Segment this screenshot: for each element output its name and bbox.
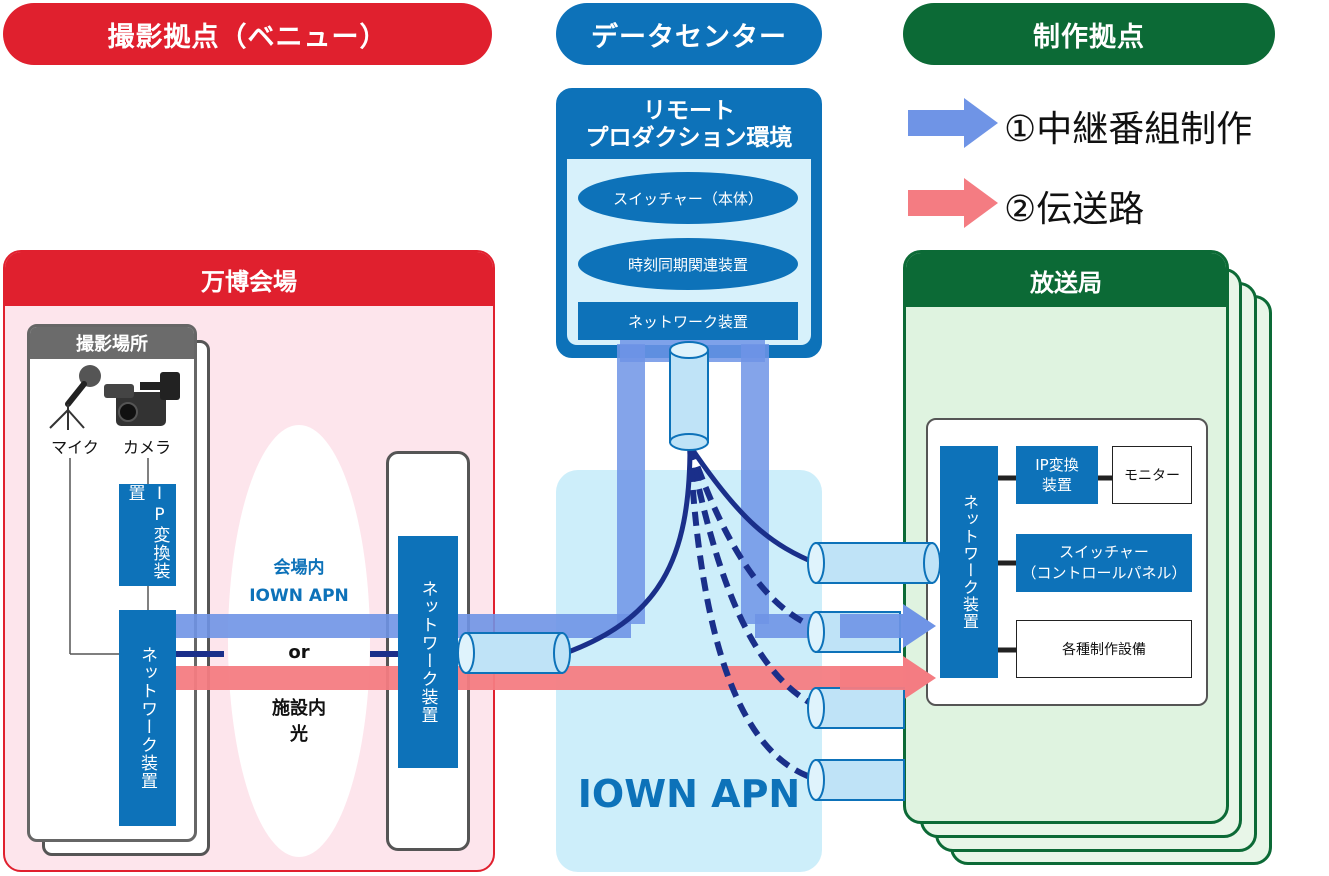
station-network-device: ネットワーク装置 [940, 446, 998, 678]
shooting-site-title: 撮影場所 [30, 327, 194, 359]
option-iown-label: 会場内 IOWN APN [228, 554, 370, 610]
timesync-device: 時刻同期関連装置 [578, 238, 798, 290]
option-fiber-line1: 施設内 [272, 698, 326, 719]
fiber-cylinder-station-4 [807, 759, 905, 801]
connection-option-ellipse [228, 425, 370, 857]
fiber-hub-cylinder [669, 341, 709, 451]
remote-title-line1: リモート [643, 98, 735, 124]
station-switcher-line2: （コントロールパネル） [1021, 564, 1187, 582]
venue-panel-title: 万博会場 [5, 252, 493, 306]
station-switcher-line1: スイッチャー [1059, 543, 1149, 561]
option-iown-line1: 会場内 [273, 558, 325, 578]
switcher-body: スイッチャー（本体） [578, 172, 798, 224]
legend-arrow-red [908, 178, 998, 228]
option-fiber-label: 施設内 光 [228, 696, 370, 748]
mic-label: マイク [51, 438, 99, 457]
legend-item-2: ②伝送路 [1004, 189, 1145, 230]
station-ip-converter: IP変換 装置 [1016, 446, 1098, 504]
option-fiber-line2: 光 [290, 724, 308, 745]
iown-apn-label: IOWN APN [577, 772, 801, 816]
monitor-box: モニター [1112, 446, 1192, 504]
station-ip-line2: 装置 [1041, 476, 1072, 494]
production-equipment-box: 各種制作設備 [1016, 620, 1192, 678]
fiber-cylinder-station-1 [807, 542, 941, 584]
legend-arrow-blue [908, 98, 998, 148]
venue-network-device-2: ネットワーク装置 [398, 536, 458, 768]
venue-ip-converter: IP変換装置 [119, 484, 176, 586]
header-venue: 撮影拠点（ベニュー） [3, 3, 492, 65]
station-title: 放送局 [906, 253, 1226, 307]
camera-icon [104, 372, 180, 426]
header-datacenter: データセンター [556, 3, 822, 65]
remote-title-line2: プロダクション環境 [585, 125, 793, 151]
option-iown-line2: IOWN APN [249, 586, 349, 606]
camera-label: カメラ [122, 438, 171, 457]
header-production: 制作拠点 [903, 3, 1275, 65]
venue-network-device: ネットワーク装置 [119, 610, 176, 826]
remote-production-title: リモート プロダクション環境 [559, 91, 819, 159]
station-ip-line1: IP変換 [1035, 456, 1079, 474]
fiber-cylinder-venue [457, 632, 571, 674]
legend-item-1: ①中継番組制作 [1004, 109, 1253, 150]
microphone-icon [49, 365, 101, 430]
datacenter-network-device: ネットワーク装置 [578, 302, 798, 340]
station-switcher-panel: スイッチャー （コントロールパネル） [1016, 534, 1192, 592]
or-label: or [288, 642, 310, 663]
fiber-cylinder-station-3 [807, 687, 905, 729]
